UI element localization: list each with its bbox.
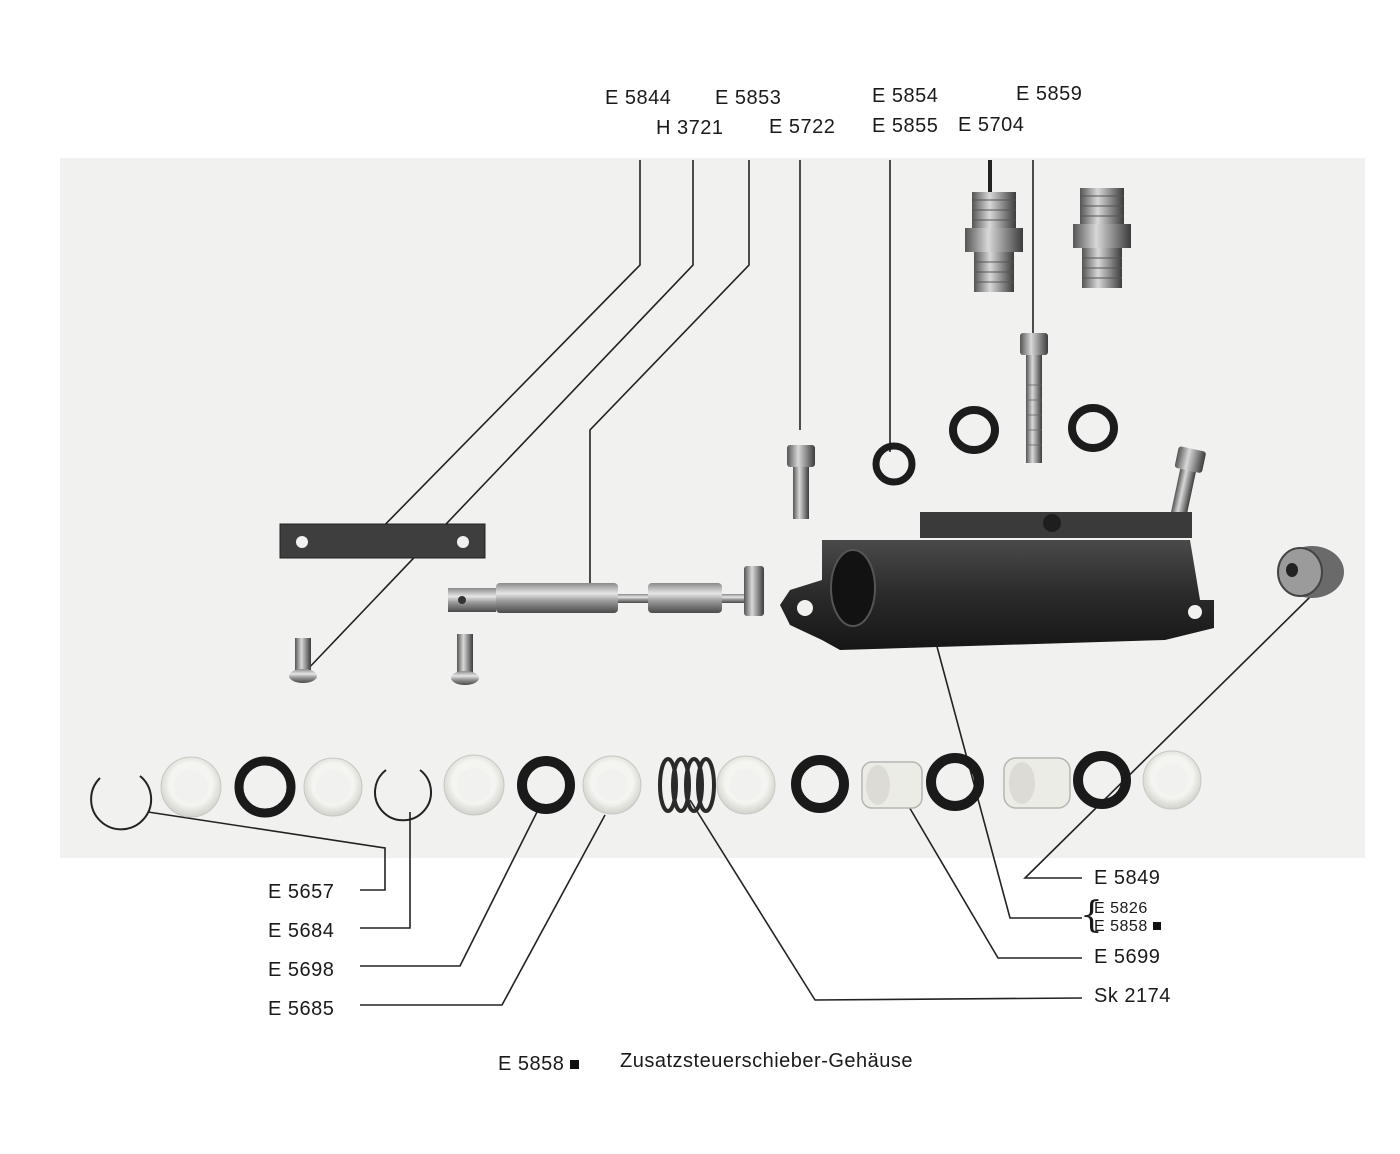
spacer-sleeve: [861, 761, 923, 809]
control-spool: [448, 566, 764, 616]
long-bolt: [1020, 333, 1048, 463]
caption-text: Zusatzsteuerschieber-Gehäuse: [620, 1050, 914, 1072]
label-e5844: E 5844: [605, 87, 672, 109]
label-e5858-row: E 5858: [1094, 919, 1161, 935]
white-guide-ring: [160, 756, 222, 818]
hydraulic-fitting-right: [1073, 188, 1131, 288]
small-screws: [289, 634, 479, 685]
label-e5704: E 5704: [958, 114, 1025, 136]
label-e5853: E 5853: [715, 87, 782, 109]
black-seal-ring: [926, 753, 984, 811]
label-e5722: E 5722: [769, 116, 836, 138]
compression-spring: [658, 757, 716, 813]
leader-lines: [147, 160, 1311, 1006]
label-e5698: E 5698: [268, 959, 335, 981]
black-seal-ring: [1073, 751, 1131, 809]
small-seal-rings: [872, 404, 1118, 486]
label-h3721: H 3721: [656, 117, 724, 139]
label-e5849: E 5849: [1094, 867, 1161, 889]
square-marker: [1152, 922, 1161, 930]
cap-screw-middle: [787, 445, 815, 519]
snap-ring-2: [374, 769, 432, 822]
valve-housing: [780, 512, 1214, 650]
label-sk2174: Sk 2174: [1094, 985, 1171, 1007]
label-e5684: E 5684: [268, 920, 335, 942]
label-e5855: E 5855: [872, 115, 939, 137]
hydraulic-fitting-left: [965, 192, 1023, 292]
spacer-sleeve: [1003, 757, 1071, 809]
label-e5657: E 5657: [268, 881, 335, 903]
label-e5859: E 5859: [1016, 83, 1083, 105]
cap-screw-right: [1169, 446, 1206, 521]
white-guide-ring: [716, 755, 776, 815]
caption-code-row: E 5858: [498, 1053, 580, 1075]
snap-ring-1: [90, 775, 153, 831]
threaded-plug: [1277, 546, 1344, 598]
seal-row: [90, 750, 1202, 831]
label-e5854: E 5854: [872, 85, 939, 107]
white-guide-ring: [303, 757, 363, 817]
white-guide-ring: [443, 754, 505, 816]
black-seal-ring: [234, 756, 296, 818]
label-e5685: E 5685: [268, 998, 335, 1020]
square-marker: [570, 1060, 580, 1069]
label-e5699: E 5699: [1094, 946, 1161, 968]
label-e5858: E 5858: [1094, 918, 1148, 935]
white-guide-ring: [1142, 750, 1202, 810]
black-seal-ring: [517, 756, 575, 814]
white-guide-ring: [582, 755, 642, 815]
photo-backdrop: [60, 158, 1365, 858]
black-seal-ring: [791, 755, 849, 813]
label-e5826: E 5826: [1094, 900, 1148, 917]
flat-strap: [279, 523, 486, 559]
brace-symbol: {: [1080, 895, 1103, 936]
caption-code: E 5858: [498, 1053, 565, 1075]
